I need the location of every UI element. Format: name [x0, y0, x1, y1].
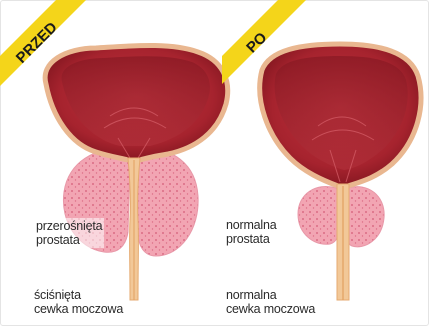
- normal-prostate-right-lobe: [346, 187, 384, 247]
- label-normal-prostate: normalna prostata: [226, 218, 277, 246]
- label-line: prostata: [226, 232, 277, 246]
- label-line: prostata: [36, 233, 102, 247]
- label-normal-urethra: normalna cewka moczowa: [226, 288, 315, 316]
- label-line: cewka moczowa: [226, 302, 315, 316]
- enlarged-prostate-right-lobe: [138, 149, 198, 256]
- normal-prostate-left-lobe: [298, 186, 340, 244]
- label-compressed-urethra: ściśnięta cewka moczowa: [34, 288, 123, 316]
- label-enlarged-prostate: przerośnięta prostata: [34, 218, 104, 248]
- label-line: cewka moczowa: [34, 302, 123, 316]
- label-line: normalna: [226, 218, 277, 232]
- label-line: normalna: [226, 288, 315, 302]
- label-line: przerośnięta: [36, 219, 102, 233]
- label-line: ściśnięta: [34, 288, 123, 302]
